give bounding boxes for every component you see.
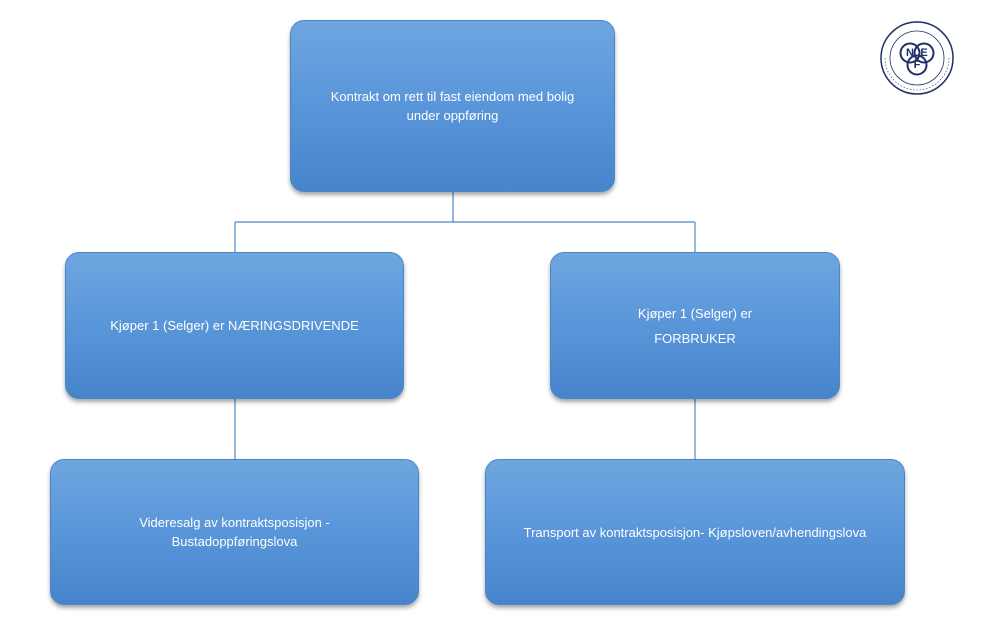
node-br-line-1: Transport av kontraktsposisjon- Kjøpslov… [523,524,867,540]
node-root-line-1: Kontrakt om rett til fast eiendom med bo… [330,89,575,104]
node-root-line-2: under oppføring [406,108,499,123]
node-right-line-1: Kjøper 1 (Selger) er [637,305,753,321]
node-left-line-1: Kjøper 1 (Selger) er NÆRINGSDRIVENDE [110,318,359,333]
node-resale-contract-position: Videresalg av kontraktsposisjon - Bustad… [50,459,419,605]
node-bl-line-1: Videresalg av kontraktsposisjon - [139,515,330,530]
node-root-contract: Kontrakt om rett til fast eiendom med bo… [290,20,615,192]
node-buyer-consumer: Kjøper 1 (Selger) er FORBRUKER [550,252,840,399]
node-right-line-2: FORBRUKER [654,330,736,346]
nef-logo: N E F [879,20,955,96]
logo-letter-f: F [913,59,921,71]
nef-logo-seal-icon [880,21,954,95]
node-transport-contract-position: Transport av kontraktsposisjon- Kjøpslov… [485,459,905,605]
node-bl-line-2: Bustadoppføringslova [171,534,298,549]
node-buyer-business: Kjøper 1 (Selger) er NÆRINGSDRIVENDE [65,252,404,399]
logo-letter-n: N [906,47,914,59]
logo-letter-e: E [920,47,928,59]
